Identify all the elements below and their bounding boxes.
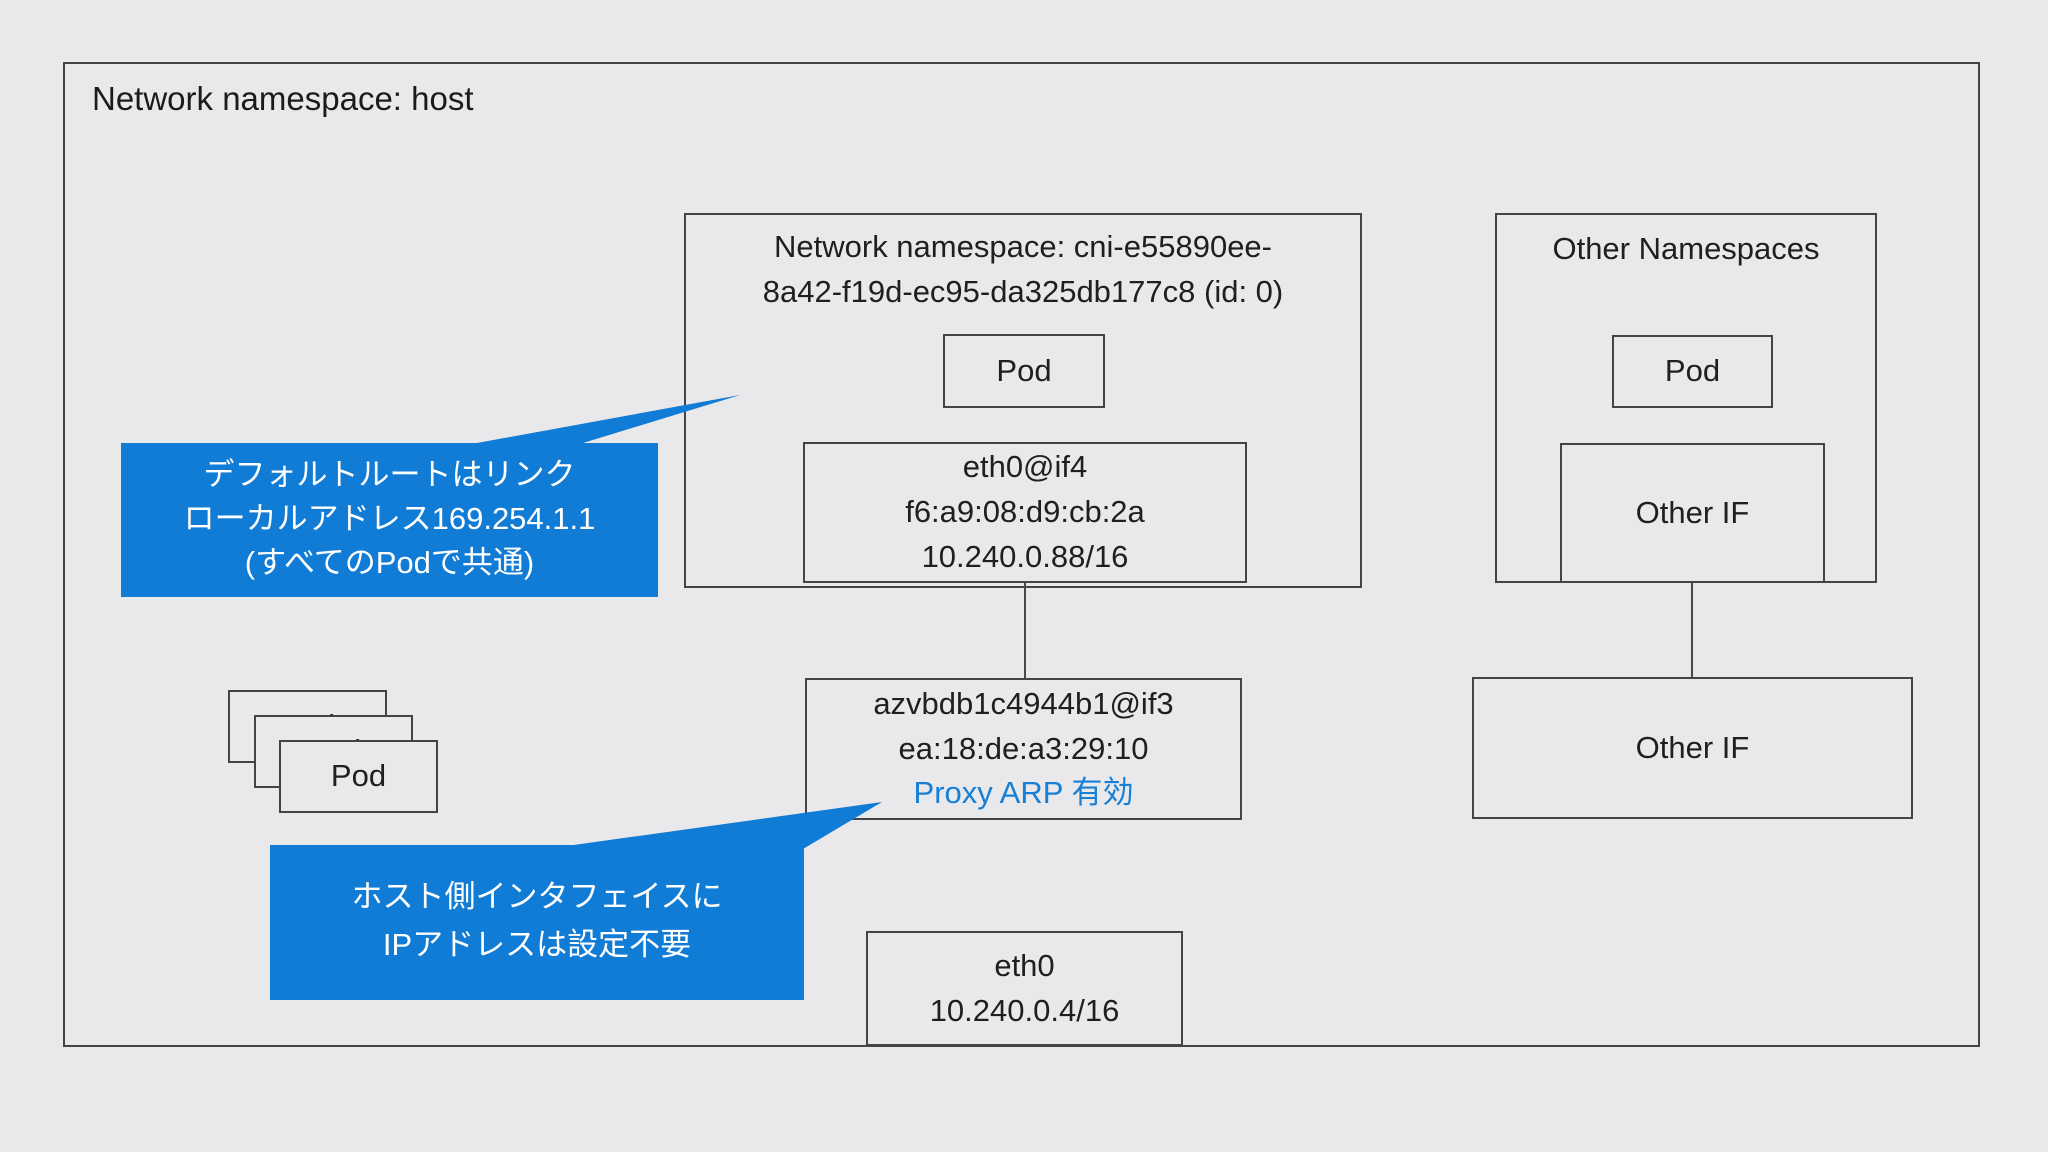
other-if-label: Other IF bbox=[1635, 494, 1750, 530]
host-namespace-box bbox=[63, 62, 1980, 1047]
host-namespace-title: Network namespace: host bbox=[92, 80, 474, 117]
host-eth0-box: eth0 10.240.0.4/16 bbox=[866, 931, 1183, 1046]
veth-box: azvbdb1c4944b1@if3 ea:18:de:a3:29:10 Pro… bbox=[805, 678, 1242, 820]
callout-default-route-line2: ローカルアドレス169.254.1.1 bbox=[183, 501, 596, 536]
veth-name: azvbdb1c4944b1@if3 bbox=[873, 685, 1174, 721]
callout-default-route: デフォルトルートはリンク ローカルアドレス169.254.1.1 (すべてのPo… bbox=[121, 443, 658, 597]
pod-label: Pod bbox=[996, 352, 1052, 388]
cni-namespace-title-line2: 8a42-f19d-ec95-da325db177c8 (id: 0) bbox=[762, 273, 1284, 309]
proxy-arp-label: Proxy ARP 有効 bbox=[913, 775, 1134, 811]
eth0-if4-ip: 10.240.0.88/16 bbox=[921, 538, 1129, 574]
cni-namespace-box: Network namespace: cni-e55890ee- 8a42-f1… bbox=[684, 213, 1362, 588]
host-eth0-name: eth0 bbox=[994, 947, 1055, 983]
callout-host-interface-line1: ホスト側インタフェイスに bbox=[351, 879, 723, 914]
other-namespaces-title: Other Namespaces bbox=[1552, 231, 1820, 266]
other-pod-label: Pod bbox=[1664, 353, 1721, 389]
other-pod-box: Pod bbox=[1612, 335, 1773, 408]
callout-default-route-line1: デフォルトルートはリンク bbox=[203, 457, 576, 492]
host-other-if-label: Other IF bbox=[1635, 729, 1750, 765]
stacked-pod-box-front: Pod bbox=[279, 740, 438, 813]
host-eth0-ip: 10.240.0.4/16 bbox=[929, 992, 1120, 1028]
callout-default-route-line3: (すべてのPodで共通) bbox=[244, 545, 535, 580]
stacked-pod-label: Pod bbox=[330, 758, 387, 794]
eth0-if4-mac: f6:a9:08:d9:cb:2a bbox=[905, 494, 1145, 530]
callout-host-interface-line2: IPアドレスは設定不要 bbox=[382, 927, 692, 962]
veth-mac: ea:18:de:a3:29:10 bbox=[898, 730, 1149, 766]
callout-host-interface: ホスト側インタフェイスに IPアドレスは設定不要 bbox=[270, 845, 804, 1000]
eth0-if4-name: eth0@if4 bbox=[962, 449, 1088, 485]
host-other-if-box: Other IF bbox=[1472, 677, 1913, 819]
other-if-box: Other IF bbox=[1560, 443, 1825, 583]
cni-namespace-title-line1: Network namespace: cni-e55890ee- bbox=[774, 229, 1272, 264]
eth0-if4-box: eth0@if4 f6:a9:08:d9:cb:2a 10.240.0.88/1… bbox=[803, 442, 1247, 583]
pod-box: Pod bbox=[943, 334, 1105, 408]
